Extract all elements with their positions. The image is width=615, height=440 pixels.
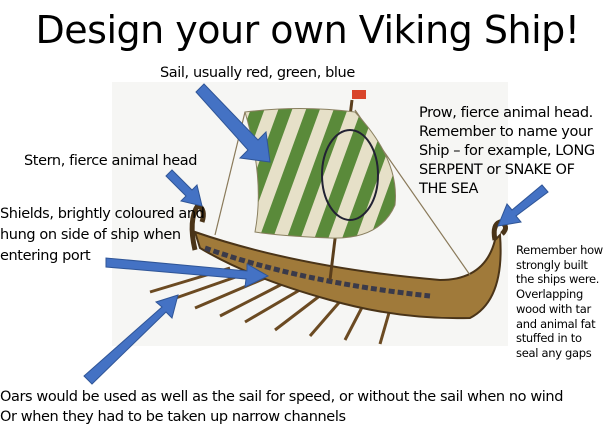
arrow-sail bbox=[195, 83, 271, 163]
shield-row bbox=[204, 245, 431, 299]
sail bbox=[244, 108, 396, 239]
label-shields: Shields, brightly coloured and hung on s… bbox=[0, 206, 205, 264]
arrow-shields bbox=[105, 257, 270, 288]
page-title: Design your own Viking Ship! bbox=[35, 8, 580, 52]
label-construction: Remember how strongly built the ships we… bbox=[516, 243, 603, 360]
arrow-oars bbox=[83, 294, 179, 385]
pennant bbox=[352, 90, 366, 99]
label-stern: Stern, fierce animal head bbox=[24, 153, 198, 169]
sail-emblem bbox=[321, 129, 379, 221]
hull bbox=[193, 230, 502, 320]
arrow-stern bbox=[165, 169, 203, 207]
label-oars: Oars would be used as well as the sail f… bbox=[0, 389, 564, 425]
label-sail: Sail, usually red, green, blue bbox=[160, 65, 355, 81]
arrow-prow bbox=[497, 184, 549, 227]
label-prow: Prow, fierce animal head. Remember to na… bbox=[419, 105, 595, 197]
